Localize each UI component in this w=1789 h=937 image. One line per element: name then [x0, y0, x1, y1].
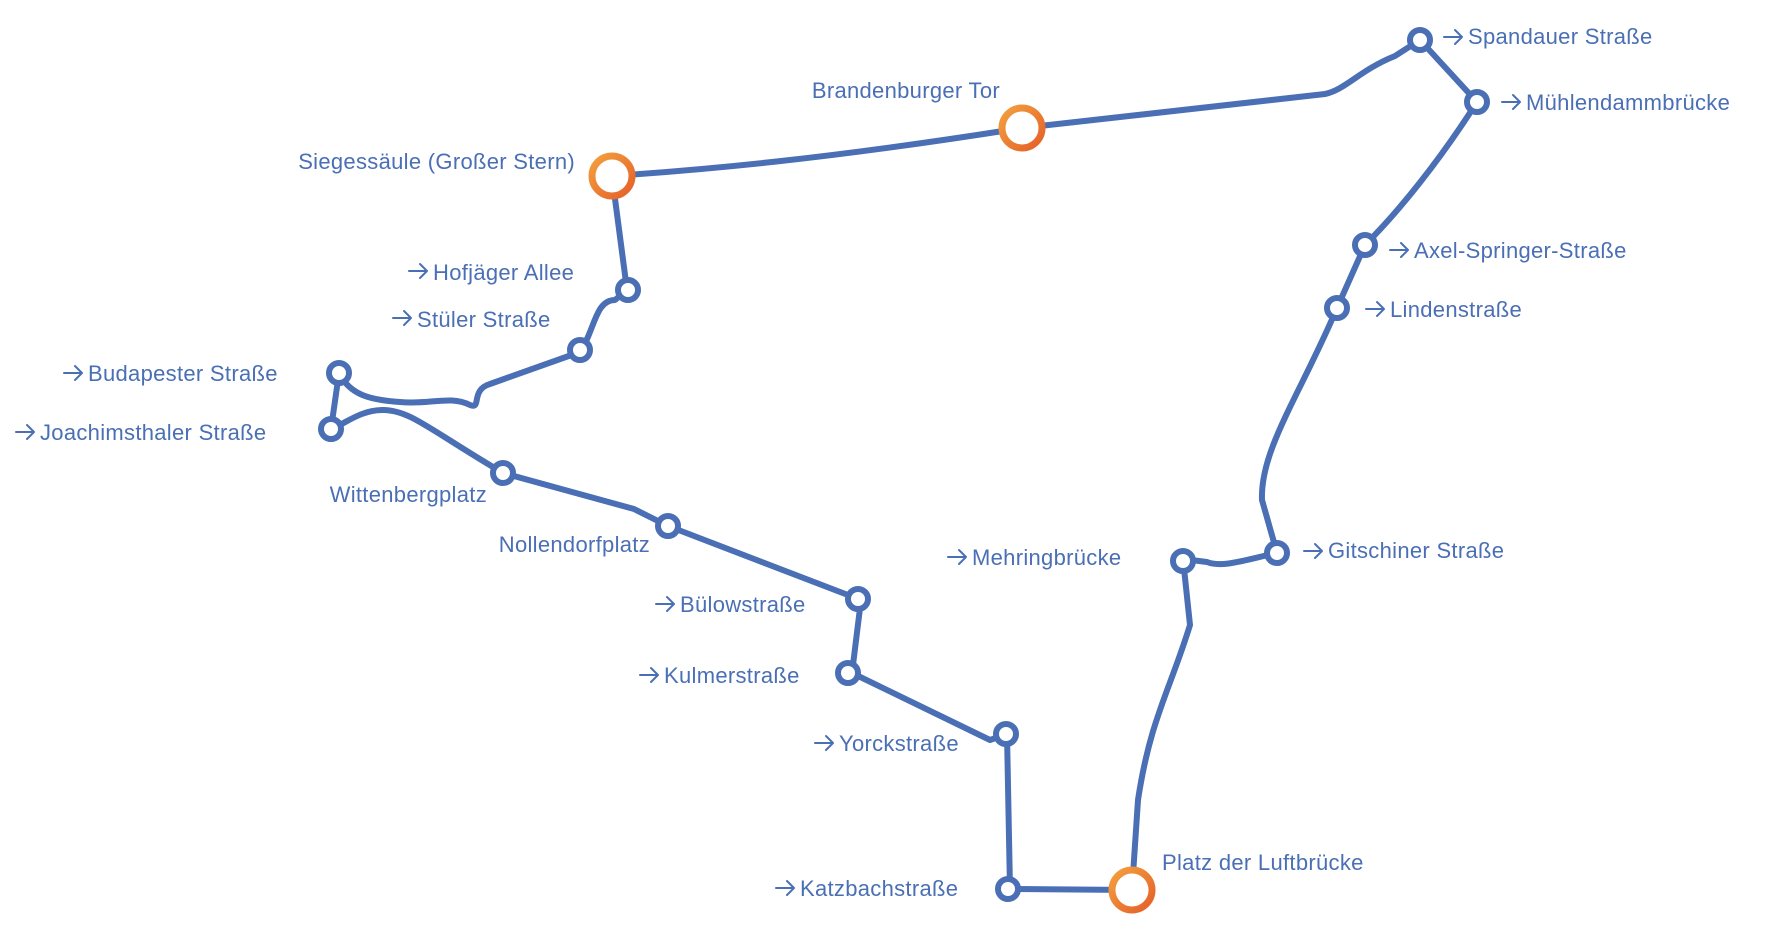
- label-nollendorfplatz: Nollendorfplatz: [499, 532, 650, 557]
- stop-muehlendammbruecke[interactable]: [1464, 89, 1490, 115]
- label-brandenburger-tor: Brandenburger Tor: [812, 78, 1000, 103]
- stop-buelowstrasse[interactable]: [845, 586, 871, 612]
- arrow-icon: [63, 365, 83, 381]
- label-kulmerstrasse: Kulmerstraße: [664, 663, 800, 688]
- arrow-icon: [1303, 543, 1323, 559]
- arrow-icon: [775, 880, 795, 896]
- arrow-icon: [408, 263, 428, 279]
- label-joachimsthaler-strasse: Joachimsthaler Straße: [40, 420, 266, 445]
- route-line: [328, 37, 1480, 893]
- arrow-icon: [814, 735, 834, 751]
- label-gitschiner-strasse: Gitschiner Straße: [1328, 538, 1504, 563]
- stop-joachimsthaler-strasse[interactable]: [318, 416, 344, 442]
- stop-budapester-strasse[interactable]: [326, 360, 352, 386]
- label-buelowstrasse: Bülowstraße: [680, 592, 806, 617]
- label-wittenbergplatz: Wittenbergplatz: [330, 482, 487, 507]
- arrow-icon: [1501, 94, 1521, 110]
- label-lindenstrasse: Lindenstraße: [1390, 297, 1522, 322]
- label-katzbachstrasse: Katzbachstraße: [800, 876, 958, 901]
- arrow-icon: [1389, 242, 1409, 258]
- stop-platz-der-luftbruecke[interactable]: [1108, 866, 1156, 914]
- arrow-icon: [15, 424, 35, 440]
- label-siegessaeule: Siegessäule (Großer Stern): [298, 149, 575, 174]
- arrow-icon: [1443, 29, 1463, 45]
- stop-gitschiner-strasse[interactable]: [1264, 540, 1290, 566]
- stop-wittenbergplatz[interactable]: [490, 460, 516, 486]
- label-platz-der-luftbruecke: Platz der Luftbrücke: [1162, 850, 1364, 875]
- arrow-icon: [947, 549, 967, 565]
- stop-mehringbruecke[interactable]: [1170, 548, 1196, 574]
- label-mehringbruecke: Mehringbrücke: [972, 545, 1121, 570]
- label-spandauer-strasse: Spandauer Straße: [1468, 24, 1653, 49]
- stop-kulmerstrasse[interactable]: [835, 660, 861, 686]
- stop-brandenburger-tor[interactable]: [998, 104, 1046, 152]
- arrow-icon: [1365, 301, 1385, 317]
- arrow-icon: [639, 667, 659, 683]
- label-yorckstrasse: Yorckstraße: [839, 731, 959, 756]
- stop-yorckstrasse[interactable]: [993, 721, 1019, 747]
- stop-lindenstrasse[interactable]: [1324, 295, 1350, 321]
- stop-hofjaeger-allee[interactable]: [615, 277, 641, 303]
- arrow-icon: [655, 596, 675, 612]
- label-stueler-strasse: Stüler Straße: [417, 307, 551, 332]
- stop-spandauer-strasse[interactable]: [1407, 27, 1433, 53]
- stop-nollendorfplatz[interactable]: [655, 513, 681, 539]
- stop-axel-springer-strasse[interactable]: [1352, 232, 1378, 258]
- stop-siegessaeule[interactable]: [588, 152, 636, 200]
- stop-katzbachstrasse[interactable]: [995, 876, 1021, 902]
- label-axel-springer-strasse: Axel-Springer-Straße: [1414, 238, 1627, 263]
- label-hofjaeger-allee: Hofjäger Allee: [433, 260, 574, 285]
- arrow-icon: [392, 310, 412, 326]
- label-budapester-strasse: Budapester Straße: [88, 361, 278, 386]
- stop-stueler-strasse[interactable]: [567, 337, 593, 363]
- label-muehlendammbruecke: Mühlendammbrücke: [1526, 90, 1730, 115]
